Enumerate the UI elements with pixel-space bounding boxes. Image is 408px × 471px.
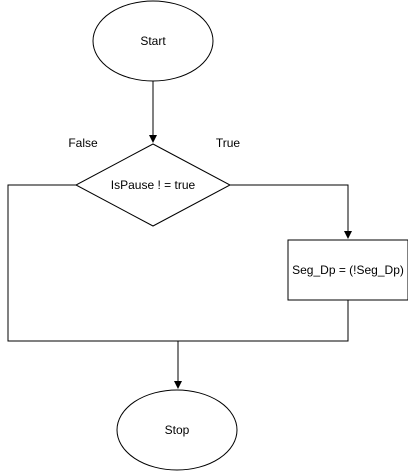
edge-process-to-merge: [178, 300, 349, 342]
true-branch-label: True: [216, 136, 241, 150]
process-box: [287, 239, 408, 301]
decision-diamond: [74, 143, 232, 227]
process-label: Seg_Dp = (!Seg_Dp): [292, 263, 404, 277]
edge-true-to-process: [230, 184, 352, 239]
stop-node[interactable]: Stop: [116, 389, 238, 471]
stop-ellipse: [116, 389, 238, 471]
stop-label: Stop: [165, 423, 190, 437]
process-node[interactable]: Seg_Dp = (!Seg_Dp): [287, 239, 408, 301]
start-node[interactable]: Start: [92, 0, 214, 82]
false-branch-label: False: [68, 136, 98, 150]
start-label: Start: [140, 34, 166, 48]
decision-node[interactable]: IsPause ! = true: [74, 143, 232, 227]
decision-label: IsPause ! = true: [111, 178, 196, 192]
edge-false-to-merge: [7, 184, 178, 342]
